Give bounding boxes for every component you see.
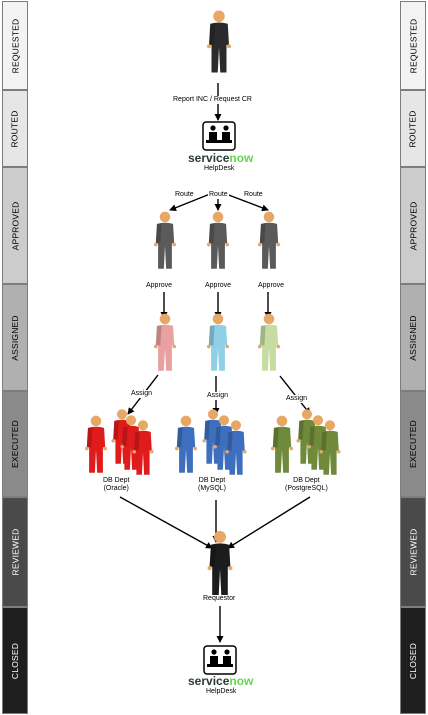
stage-routed-right: ROUTED — [400, 90, 426, 167]
dept-mysql-label: DB Dept (MySQL) — [198, 477, 226, 492]
dept-postgres-label: DB Dept (PostgreSQL) — [285, 477, 328, 492]
stage-assigned-right: ASSIGNED — [400, 284, 426, 391]
arrow-route-right — [225, 193, 269, 212]
arrow-postgres-requestor — [227, 496, 311, 549]
approver-person-icon — [153, 211, 177, 269]
stage-assigned-left: ASSIGNED — [2, 284, 28, 391]
stage-executed-left: EXECUTED — [2, 391, 28, 497]
helpdesk-desk-icon — [202, 121, 236, 151]
stage-approved-left: APPROVED — [2, 167, 28, 284]
route-label-left: Route — [174, 191, 195, 199]
assigner-red-person-icon — [153, 313, 177, 371]
approve-label-left: Approve — [145, 282, 174, 290]
stage-executed-right: EXECUTED — [400, 391, 426, 497]
dept-oracle-label: DB Dept (Oracle) — [103, 477, 130, 492]
approver-person-icon — [257, 211, 281, 269]
route-label-right: Route — [243, 191, 264, 199]
stage-requested-left: REQUESTED — [2, 1, 28, 90]
assign-label-left: Assign — [130, 390, 154, 398]
arrow-route-left — [169, 193, 211, 212]
approve-label-center: Approve — [204, 282, 233, 290]
postgres-team-icon — [270, 409, 341, 475]
assigner-green-person-icon — [257, 313, 281, 371]
helpdesk-label-bottom: HelpDesk — [205, 688, 238, 696]
stage-reviewed-right: REVIEWED — [400, 497, 426, 607]
route-label-center: Route — [208, 191, 229, 199]
assign-label-right: Assign — [285, 395, 309, 403]
servicenow-logo: servicenow — [188, 151, 254, 165]
helpdesk-label: HelpDesk — [203, 165, 236, 173]
stage-requested-right: REQUESTED — [400, 1, 426, 90]
requestor-label: Requestor — [202, 595, 237, 603]
stage-routed-left: ROUTED — [2, 90, 28, 167]
servicenow-logo: servicenow — [188, 674, 254, 688]
requester-person-icon — [207, 10, 231, 73]
mysql-team-icon — [174, 409, 247, 475]
stage-approved-right: APPROVED — [400, 167, 426, 284]
approve-label-right: Approve — [257, 282, 286, 290]
requestor-person-icon — [207, 530, 233, 596]
arrow-oracle-requestor — [119, 496, 213, 549]
assign-label-center: Assign — [206, 392, 230, 400]
assigner-blue-person-icon — [206, 313, 230, 371]
helpdesk-desk-icon — [203, 645, 237, 675]
stage-closed-left: CLOSED — [2, 607, 28, 714]
stage-reviewed-left: REVIEWED — [2, 497, 28, 607]
report-label: Report INC / Request CR — [172, 96, 253, 104]
oracle-team-icon — [84, 409, 154, 475]
approver-person-icon — [206, 211, 230, 269]
stage-closed-right: CLOSED — [400, 607, 426, 714]
